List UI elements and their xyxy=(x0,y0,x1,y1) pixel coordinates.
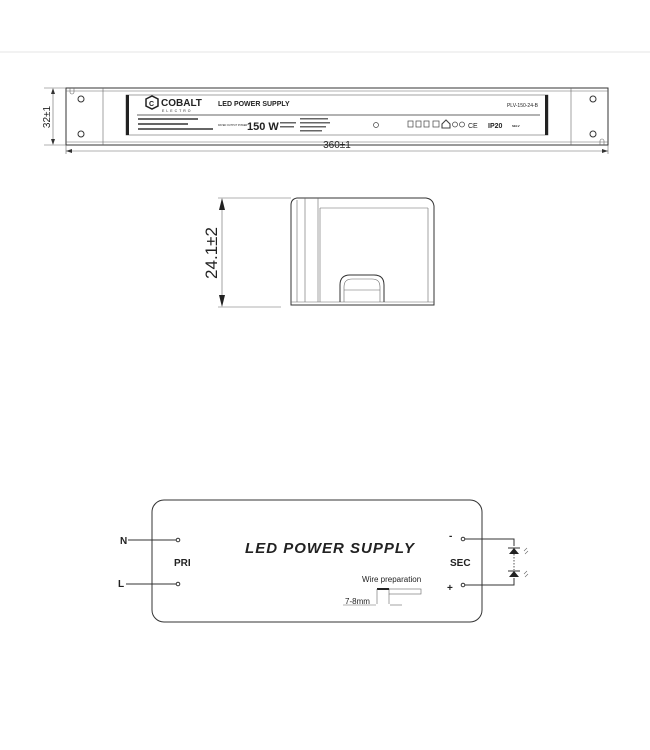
height-dimension: 32±1 xyxy=(42,105,53,128)
side-height-dimension: 24.1±2 xyxy=(202,227,221,279)
secondary-label: SEC xyxy=(450,558,471,569)
power-rating: 150 W xyxy=(247,121,279,133)
certification-icons xyxy=(373,119,465,129)
ip-rating: IP20 xyxy=(488,123,503,130)
cobalt-logo: C COBALT ELECTRO xyxy=(145,95,202,113)
line-label: L xyxy=(118,579,124,590)
primary-label: PRI xyxy=(174,558,191,569)
strip-length-label: 7-8mm xyxy=(345,597,370,606)
svg-text:ELECTRO: ELECTRO xyxy=(162,109,193,113)
neutral-label: N xyxy=(120,536,127,547)
svg-text:COBALT: COBALT xyxy=(161,98,202,109)
minus-label: - xyxy=(449,531,452,542)
screw-hole-icon xyxy=(589,130,597,138)
length-dimension: 360±1 xyxy=(323,140,351,151)
label-title: LED POWER SUPPLY xyxy=(218,101,290,108)
ce-mark: CE xyxy=(468,123,478,130)
led-diode-icon xyxy=(508,547,529,578)
side-view: 24.1±2 xyxy=(202,197,435,308)
top-view: C COBALT ELECTRO LED POWER SUPPLY PLV-15… xyxy=(42,87,609,154)
wiring-diagram: N L PRI LED POWER SUPPLY - + SEC Wire pr… xyxy=(118,499,529,623)
selv-mark: SELV xyxy=(512,124,520,128)
wire-prep-label: Wire preparation xyxy=(362,575,421,584)
screw-hole-icon xyxy=(77,95,85,103)
svg-text:C: C xyxy=(149,101,154,108)
psu-box xyxy=(151,499,483,623)
screw-hole-icon xyxy=(589,95,597,103)
plus-label: + xyxy=(447,583,453,594)
rated-power-label: RATED OUTPUT POWER xyxy=(218,124,248,127)
model-number: PLV-150-24-B xyxy=(507,103,539,109)
diagram-title: LED POWER SUPPLY xyxy=(245,540,416,557)
screw-hole-icon xyxy=(77,130,85,138)
